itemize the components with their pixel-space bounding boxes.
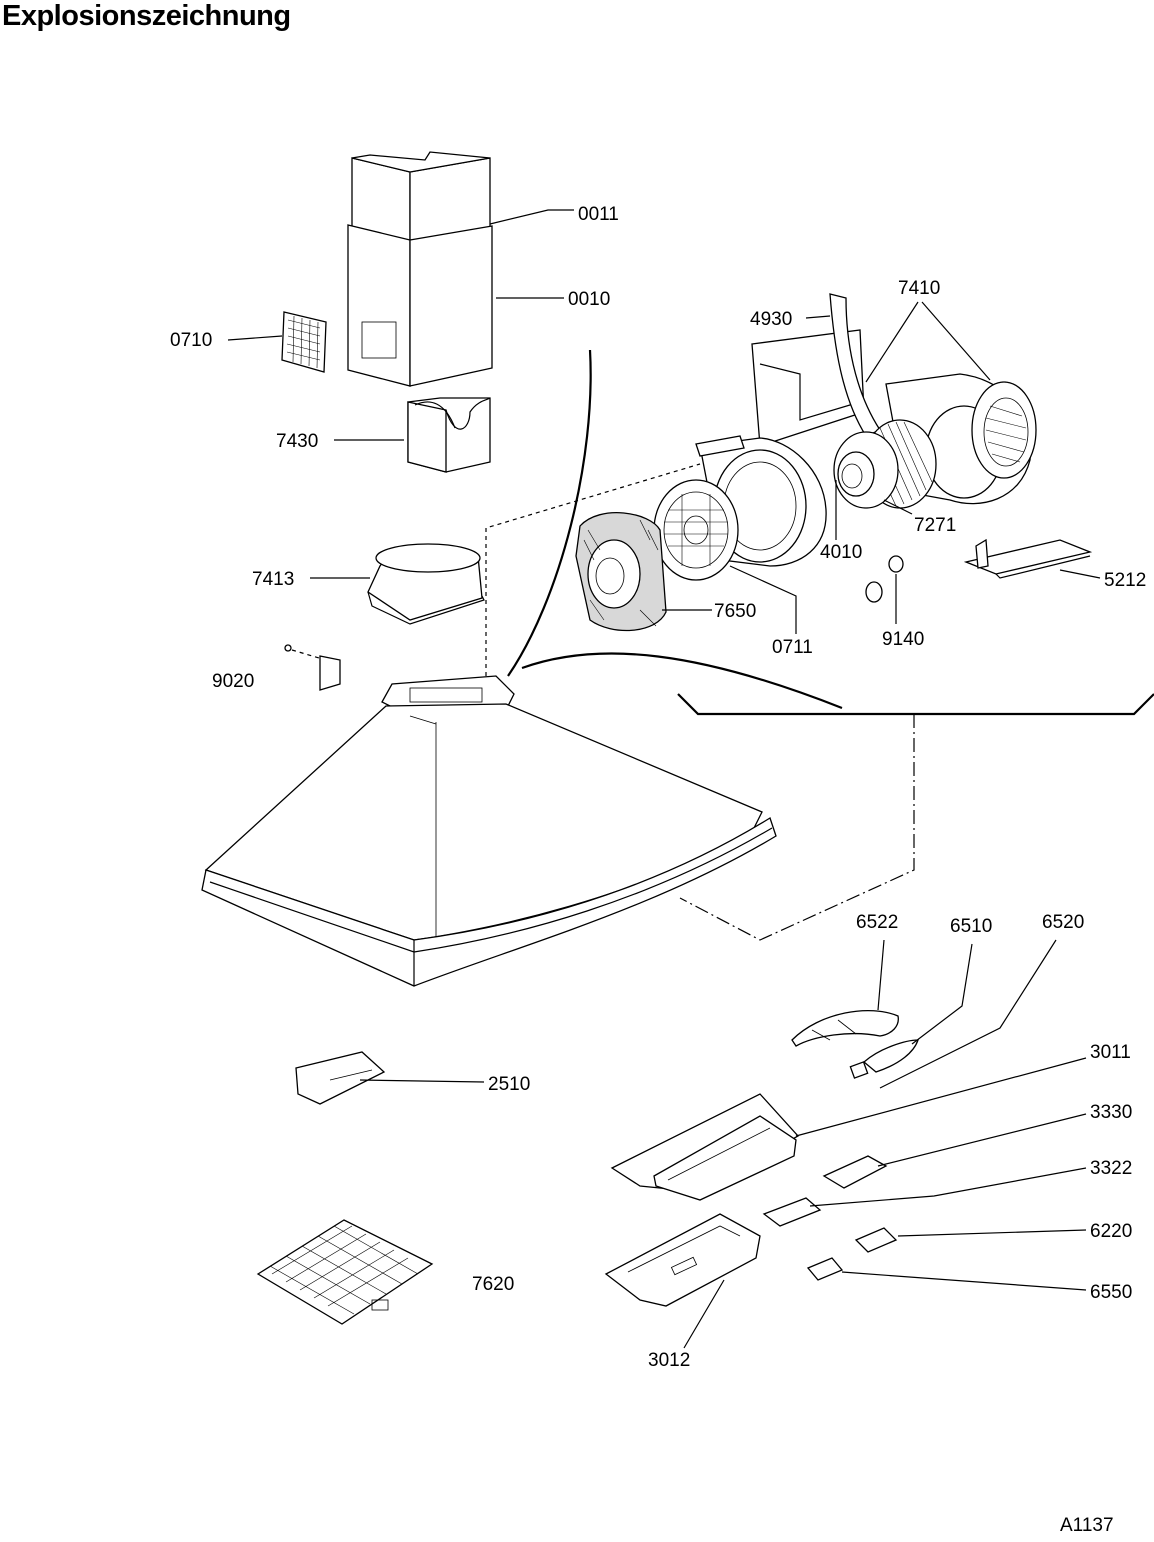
nuts-9140 bbox=[865, 555, 904, 603]
label-7410: 7410 bbox=[898, 278, 940, 299]
lamp-housing-3011 bbox=[610, 1093, 800, 1201]
label-7620: 7620 bbox=[472, 1274, 514, 1295]
support-frame-4930 bbox=[751, 293, 881, 447]
label-3012: 3012 bbox=[648, 1350, 690, 1371]
label-4930: 4930 bbox=[750, 309, 792, 330]
terminal-6550 bbox=[806, 1257, 844, 1281]
label-6520: 6520 bbox=[1042, 912, 1084, 933]
grease-filter-7620 bbox=[256, 1219, 434, 1325]
label-7650: 7650 bbox=[714, 601, 756, 622]
label-2510: 2510 bbox=[488, 1074, 530, 1095]
drawing-code: A1137 bbox=[1060, 1515, 1114, 1536]
switch-3330 bbox=[822, 1155, 888, 1189]
label-5212: 5212 bbox=[1104, 570, 1146, 591]
label-0710: 0710 bbox=[170, 330, 212, 351]
label-3011: 3011 bbox=[1090, 1042, 1131, 1063]
bulb-6510 bbox=[849, 1039, 919, 1079]
label-3322: 3322 bbox=[1090, 1158, 1132, 1179]
label-6550: 6550 bbox=[1090, 1282, 1132, 1303]
label-6510: 6510 bbox=[950, 916, 992, 937]
page-title: Explosionszeichnung bbox=[2, 0, 291, 32]
label-0010: 0010 bbox=[568, 289, 610, 310]
lower-chimney-0010 bbox=[347, 224, 493, 387]
impeller-plate-0711 bbox=[653, 479, 739, 581]
filter-cover-7650 bbox=[575, 512, 667, 632]
label-3330: 3330 bbox=[1090, 1102, 1132, 1123]
label-7271: 7271 bbox=[914, 515, 956, 536]
label-7430: 7430 bbox=[276, 431, 318, 452]
hood-body bbox=[201, 675, 777, 987]
assembly-bracket bbox=[677, 693, 1154, 716]
label-9140: 9140 bbox=[882, 629, 924, 650]
label-9020: 9020 bbox=[212, 671, 254, 692]
label-0011: 0011 bbox=[578, 204, 619, 225]
damper-7413 bbox=[367, 543, 485, 625]
adapter-7430 bbox=[407, 397, 491, 473]
motor-7271 bbox=[833, 419, 937, 509]
panel-2510 bbox=[295, 1051, 386, 1105]
label-6220: 6220 bbox=[1090, 1221, 1132, 1242]
label-7413: 7413 bbox=[252, 569, 294, 590]
lamp-socket-6220 bbox=[854, 1227, 898, 1253]
lamp-cover-6522 bbox=[791, 1009, 899, 1047]
assembly-curve-right bbox=[521, 652, 843, 710]
bracket-9020 bbox=[284, 644, 341, 691]
grille-0710 bbox=[281, 311, 327, 373]
leader-lines bbox=[227, 209, 1101, 1349]
assembly-line-left bbox=[485, 463, 701, 676]
label-6522: 6522 bbox=[856, 912, 898, 933]
part-labels: 0011 0010 0710 7430 7413 9020 4930 7410 … bbox=[170, 204, 1146, 1536]
bracket-5212 bbox=[963, 538, 1093, 579]
switch-3322 bbox=[762, 1197, 822, 1227]
lamp-holder-3012 bbox=[604, 1213, 761, 1307]
label-0711: 0711 bbox=[772, 637, 813, 658]
label-4010: 4010 bbox=[820, 542, 862, 563]
assembly-line-right bbox=[679, 714, 915, 941]
assembly-curve-left bbox=[507, 349, 592, 677]
upper-chimney-0011 bbox=[351, 151, 491, 243]
